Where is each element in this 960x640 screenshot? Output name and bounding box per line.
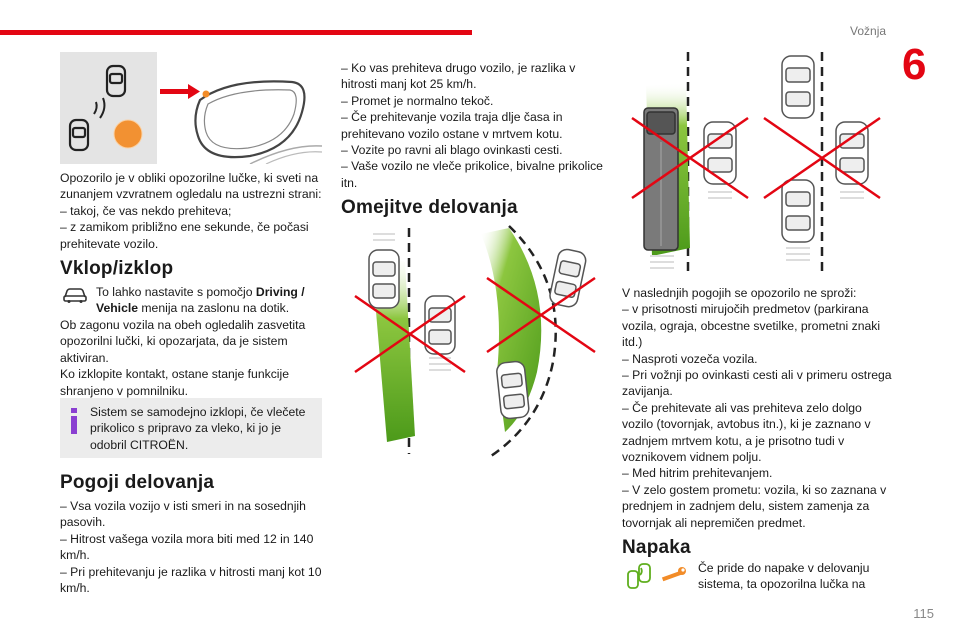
vklop-paragraph: Ob zagonu vozila na obeh ogledalih zasve… [60,318,306,365]
omejitve-heading: Omejitve delovanja [341,197,518,218]
wrench-warning-icon [627,563,686,589]
list-item: – Hitrost vašega vozila mora biti med 12… [60,531,314,563]
list-item: – v prisotnosti mirujočih predmetov (par… [622,302,881,350]
list-item: – Med hitrim prehitevanjem. [622,466,773,481]
pointer-arrow-icon [160,84,210,99]
mirror-warning-illustration [60,52,322,164]
radar-waves-icon [93,97,106,119]
door-mirror-icon [194,80,322,164]
red-cross-icon [631,116,749,200]
car-left-icon [368,249,400,309]
car-right-icon [835,121,869,185]
limitations-drawing [354,225,596,458]
list-item: – Pri prehitevanju je razlika v hitrosti… [60,564,322,596]
no-warning-list: V naslednjih pogojih se opozorilo ne spr… [622,285,892,531]
list-item: – Nasproti vozeča vozila. [622,351,758,366]
red-cross-icon [354,294,466,374]
menu-path: Driving / Vehicle [96,285,305,316]
car-top-icon [781,55,815,119]
info-box: Sistem se samodejno izklopi, če vlečete … [60,398,322,458]
intro-item: – z zamikom približno ene sekunde, če po… [60,220,309,251]
motion-lines [373,233,451,371]
page-number: 115 [913,606,934,621]
intro-item: – takoj, če vas nekdo prehiteva; [60,203,232,218]
mirror-drawing [68,64,322,164]
motion-lines [786,191,864,261]
conditions-continued-list: – Ko vas prehiteva drugo vozilo, je razl… [341,60,606,191]
list-item: – Vaše vozilo ne vleče prikolice, bivaln… [341,159,603,190]
vklop-instruction-text: To lahko nastavite s pomočjo Driving / V… [96,284,322,317]
vklop-text-prefix: To lahko nastavite s pomočjo [96,285,256,299]
car-curve-bottom-icon [496,360,530,420]
lane-marking-curve [490,225,557,458]
list-intro: V naslednjih pogojih se opozorilo ne spr… [622,286,857,300]
vklop-text-suffix: menija na zaslonu na dotik. [138,301,290,316]
warning-light-icon [113,119,143,149]
list-item: – Če prehitevate ali vas prehiteva zelo … [622,400,871,465]
car-top-icon [105,64,127,98]
vklop-paragraphs: Ob zagonu vozila na obeh ogledalih zasve… [60,317,322,399]
info-icon [68,408,80,434]
intro-paragraph: Opozorilo je v obliki opozorilne lučke, … [60,171,322,202]
warning-light-panel [60,52,157,164]
list-item: – Pri vožnji po ovinkasti cesti ali v pr… [622,368,892,399]
pogoji-heading: Pogoji delovanja [60,472,215,493]
car-bottom-icon [781,179,815,243]
intro-text: Opozorilo je v obliki opozorilne lučke, … [60,170,322,252]
red-cross-icon [763,116,881,200]
truck-illustration [622,52,892,280]
limitations-illustration [341,222,606,458]
car-right-icon [703,121,737,185]
list-item: – Vsa vozila vozijo v isti smeri in na s… [60,499,306,530]
vklop-heading: Vklop/izklop [60,258,174,279]
header-accent-bar [0,30,472,35]
list-item: – V zelo gostem prometu: vozila, ki so z… [622,482,887,530]
vklop-paragraph: Ko izklopite kontakt, ostane stanje funk… [60,367,289,398]
motion-lines [650,191,732,269]
list-item: – Če prehitevanje vozila traja dlje časa… [341,110,563,141]
red-cross-icon [486,276,596,354]
section-name: Vožnja [850,24,887,38]
car-icon [63,288,87,303]
list-item: – Ko vas prehiteva drugo vozilo, je razl… [341,61,576,92]
list-item: – Promet je normalno tekoč. [341,93,494,108]
info-text: Sistem se samodejno izklopi, če vlečete … [90,405,306,452]
napaka-heading: Napaka [622,537,691,558]
chapter-number: 6 [902,40,927,89]
car-curve-top-icon [549,248,587,308]
napaka-text: Če pride do napake v delovanju sistema, … [698,561,870,592]
pogoji-list: – Vsa vozila vozijo v isti smeri in na s… [60,498,322,596]
own-car-icon [68,118,90,152]
truck-drawing [631,52,881,274]
list-item: – Vozite po ravni ali blago ovinkasti ce… [341,143,563,158]
